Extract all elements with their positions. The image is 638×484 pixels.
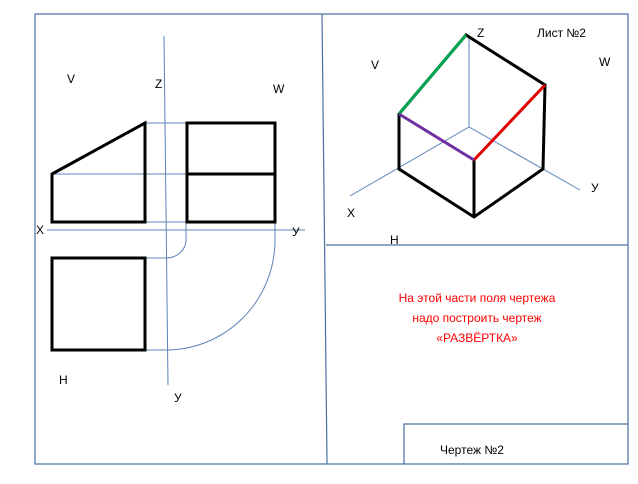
iso-edge-purple <box>398 112 475 162</box>
instruction-line-2: надо построить чертеж <box>412 311 541 325</box>
iso-edge-red <box>472 83 547 162</box>
isometric-view: Z V W X У Н <box>347 26 611 247</box>
label-y-bottom-left: У <box>174 391 182 405</box>
iso-label-w: W <box>599 55 611 69</box>
label-w-left: W <box>273 82 285 96</box>
iso-label-x: X <box>347 206 355 220</box>
connecting-arc-large <box>165 239 276 351</box>
instruction-line-1: На этой части поля чертежа <box>399 291 556 305</box>
sheet-label: Лист №2 <box>537 26 586 40</box>
iso-label-v: V <box>371 58 379 72</box>
top-view-outline <box>50 256 147 352</box>
sheet-frame <box>34 13 629 465</box>
label-y-right-left: У <box>292 225 300 239</box>
label-z-left: Z <box>155 77 162 91</box>
iso-label-h: Н <box>390 233 399 247</box>
label-v-left: V <box>67 72 75 86</box>
drawing-label: Чертеж №2 <box>440 443 504 457</box>
vertical-divider <box>321 13 328 465</box>
iso-label-y: У <box>591 181 599 195</box>
iso-axis-x <box>349 126 470 197</box>
iso-axis-y <box>468 126 581 191</box>
instruction-line-3: «РАЗВЁРТКА» <box>436 331 518 345</box>
label-x-left: X <box>36 223 44 237</box>
connecting-arc-small <box>165 239 187 259</box>
orthographic-view: V Z W X У Н У <box>36 35 305 405</box>
front-view-outline <box>50 120 147 224</box>
iso-edge-green <box>397 34 468 115</box>
title-block <box>403 423 628 464</box>
iso-label-z: Z <box>477 26 484 40</box>
instruction-text: На этой части поля чертежа надо построит… <box>399 291 556 345</box>
axis-z-line <box>163 35 169 386</box>
label-h-left: Н <box>59 373 68 387</box>
